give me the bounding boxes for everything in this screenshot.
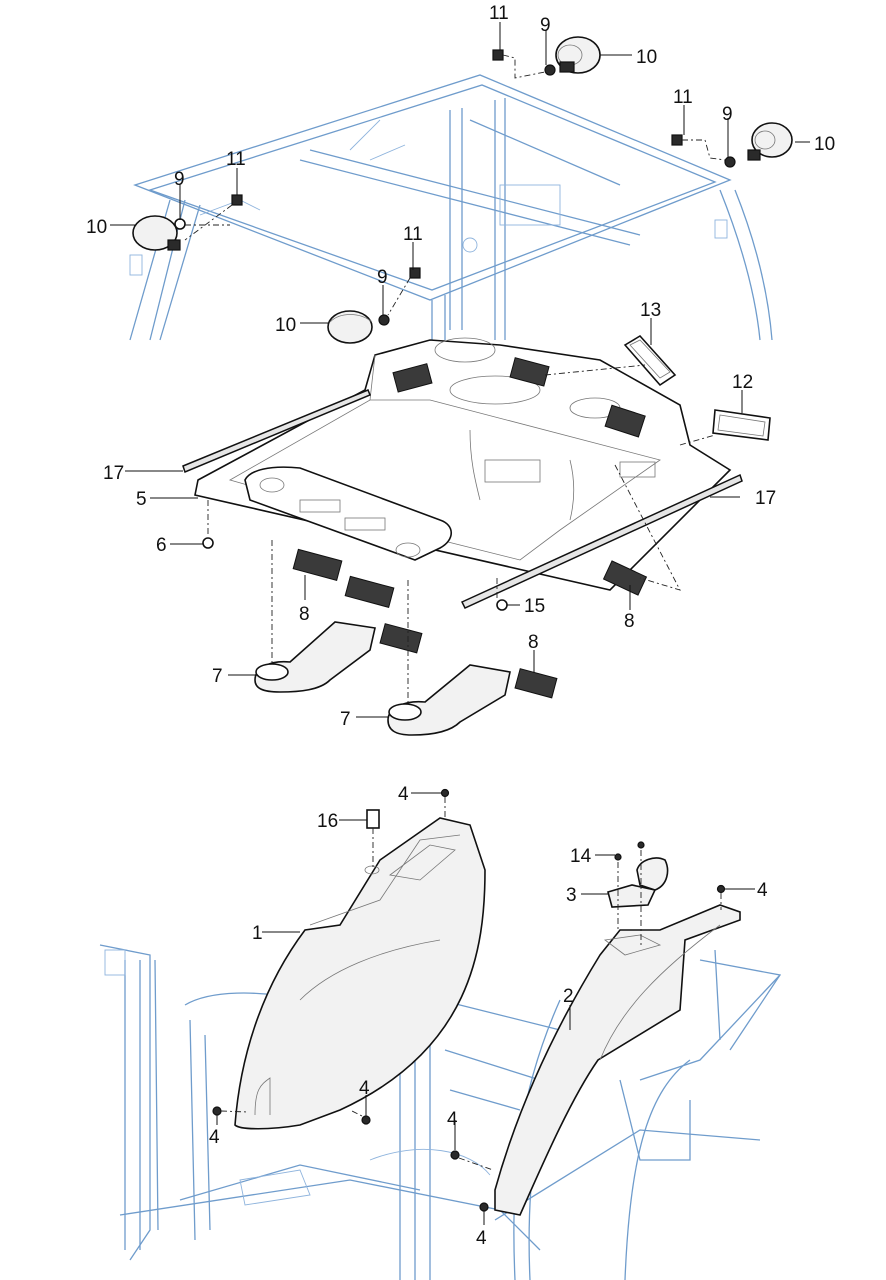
callout-11: 11 xyxy=(673,87,693,108)
callout-17: 17 xyxy=(103,463,124,484)
callout-8: 8 xyxy=(299,604,310,625)
callout-4: 4 xyxy=(359,1078,370,1099)
callout-10: 10 xyxy=(275,315,296,336)
work-light-left xyxy=(132,194,243,251)
callout-4: 4 xyxy=(757,880,768,901)
work-light-right xyxy=(671,122,793,168)
vents-and-ducts xyxy=(202,464,681,736)
callout-13: 13 xyxy=(640,300,661,321)
callout-1: 1 xyxy=(252,923,263,944)
callout-2: 2 xyxy=(563,986,574,1007)
roof-headliner xyxy=(194,337,732,591)
callout-9: 9 xyxy=(540,15,551,36)
callout-labels: 11 9 10 11 9 10 11 9 10 11 9 10 13 12 17… xyxy=(86,3,835,1249)
trim-strip-right xyxy=(460,473,743,609)
callout-4: 4 xyxy=(476,1228,487,1249)
callout-9: 9 xyxy=(377,267,388,288)
callout-8: 8 xyxy=(624,611,635,632)
work-light-front xyxy=(327,267,421,344)
cab-roof-frame xyxy=(129,74,773,341)
callout-10: 10 xyxy=(636,47,657,68)
callout-15: 15 xyxy=(524,596,545,617)
callout-14: 14 xyxy=(570,846,592,867)
callout-16: 16 xyxy=(317,811,338,832)
callout-11: 11 xyxy=(226,149,246,170)
callout-10: 10 xyxy=(86,217,107,238)
callout-5: 5 xyxy=(136,489,147,510)
callout-leaders xyxy=(110,22,810,1225)
callout-10: 10 xyxy=(814,134,835,155)
callout-11: 11 xyxy=(489,3,509,24)
callout-11: 11 xyxy=(403,224,423,245)
dome-light-frame xyxy=(544,334,677,387)
bezel xyxy=(679,409,771,446)
callout-12: 12 xyxy=(732,372,753,393)
callout-17: 17 xyxy=(755,488,776,509)
right-fender-cover xyxy=(494,904,741,1216)
callout-7: 7 xyxy=(340,709,351,730)
callout-6: 6 xyxy=(156,535,167,556)
callout-4: 4 xyxy=(447,1109,458,1130)
callout-8: 8 xyxy=(528,632,539,653)
fasteners xyxy=(212,788,726,1212)
work-light-top-center xyxy=(492,36,601,79)
callout-4: 4 xyxy=(209,1127,220,1148)
callout-4: 4 xyxy=(398,784,409,805)
callout-7: 7 xyxy=(212,666,223,687)
storage-tray xyxy=(607,841,669,945)
callout-9: 9 xyxy=(174,169,185,190)
trim-strip-left xyxy=(182,389,371,474)
left-fender-cover xyxy=(234,817,486,1130)
callout-9: 9 xyxy=(722,104,733,125)
callout-3: 3 xyxy=(566,885,577,906)
